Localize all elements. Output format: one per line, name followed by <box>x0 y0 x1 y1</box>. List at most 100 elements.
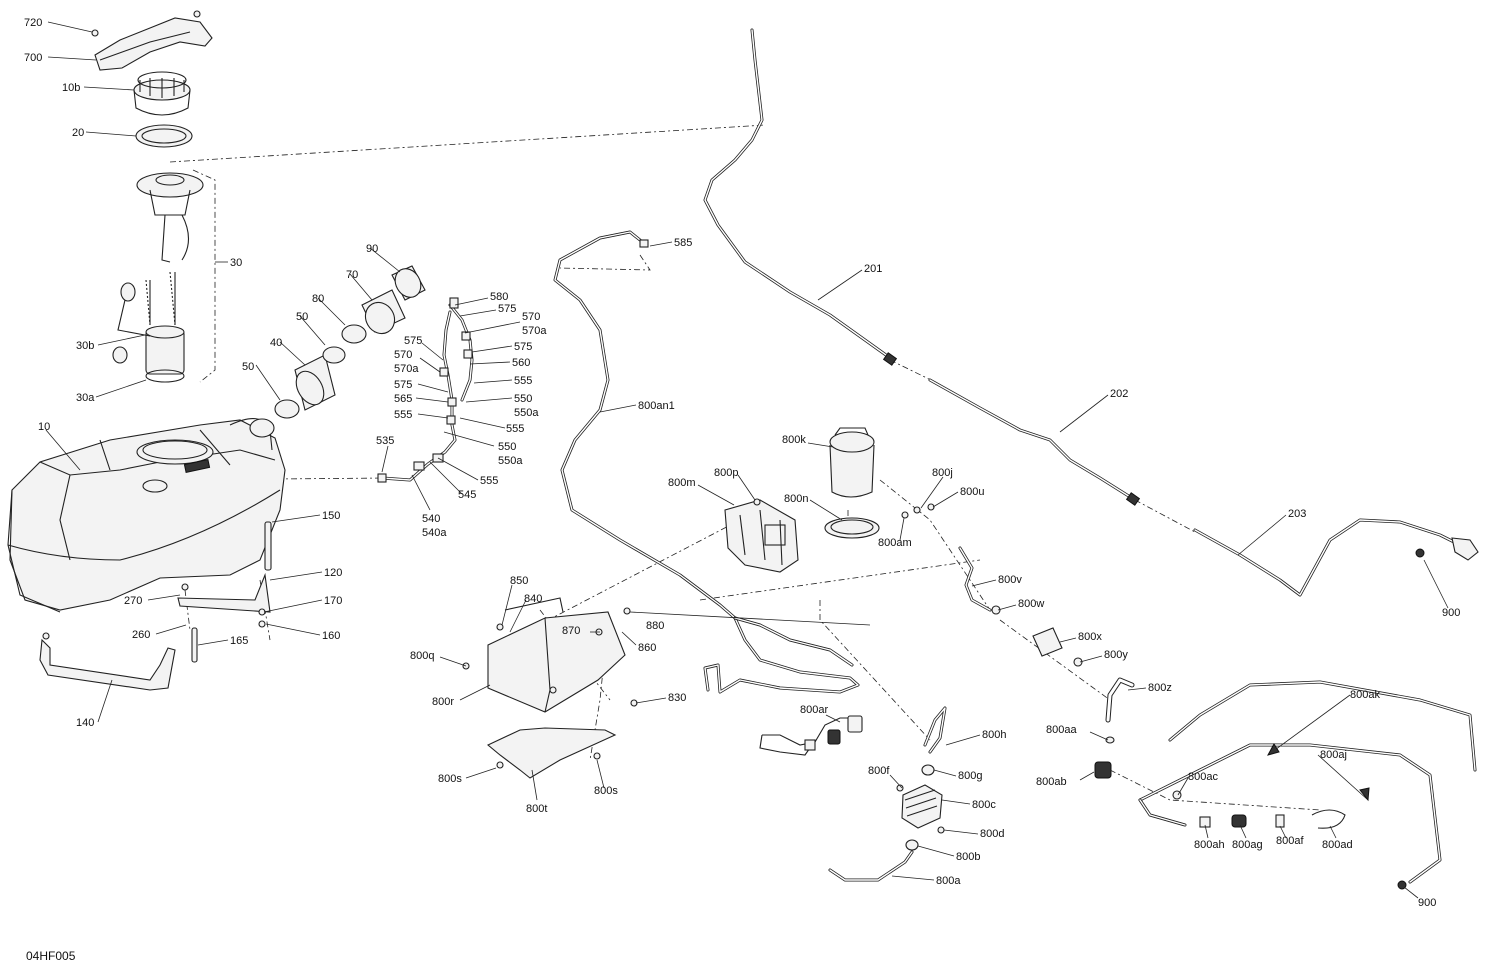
callout-560: 560 <box>512 357 530 369</box>
leader-lines <box>45 21 1449 899</box>
hose-800ak-800aj <box>1138 680 1477 890</box>
callout-800b: 800b <box>956 851 980 863</box>
callout-800ac: 800ac <box>1188 771 1218 783</box>
pump-lock-ring <box>133 71 191 116</box>
callout-575-a: 575 <box>498 303 516 315</box>
callout-150: 150 <box>322 510 340 522</box>
callout-830: 830 <box>668 692 686 704</box>
callout-202: 202 <box>1110 388 1128 400</box>
callout-20: 20 <box>72 127 84 139</box>
callout-120: 120 <box>324 567 342 579</box>
callout-860: 860 <box>638 642 656 654</box>
callout-570-b: 570 <box>394 349 412 361</box>
pump-gasket <box>135 124 193 148</box>
callout-535: 535 <box>376 435 394 447</box>
callout-575-b: 575 <box>514 341 532 353</box>
callout-165: 165 <box>230 635 248 647</box>
callout-700: 700 <box>24 52 42 64</box>
callout-800af: 800af <box>1276 835 1304 847</box>
callout-800p: 800p <box>714 467 738 479</box>
callout-800k: 800k <box>782 434 806 446</box>
fuel-pump-module <box>112 172 204 383</box>
callout-540: 540 <box>422 513 440 525</box>
callout-10b: 10b <box>62 82 80 94</box>
callout-550-b: 550 <box>498 441 516 453</box>
mounting-bracket-800r <box>462 597 638 779</box>
callout-550a-b: 550a <box>498 455 523 467</box>
callout-550-a: 550 <box>514 393 532 405</box>
vent-line-parts <box>377 297 474 483</box>
callout-201: 201 <box>864 263 882 275</box>
callout-555-a: 555 <box>514 375 532 387</box>
callout-160: 160 <box>322 630 340 642</box>
callout-555-d: 555 <box>480 475 498 487</box>
callout-90: 90 <box>366 243 378 255</box>
purge-valve-800c <box>828 706 947 882</box>
evap-canister <box>824 427 935 539</box>
callout-540a: 540a <box>422 527 447 539</box>
callout-800a: 800a <box>936 875 961 887</box>
callout-30a: 30a <box>76 392 95 404</box>
callout-900-a: 900 <box>1442 607 1460 619</box>
callout-800s-b: 800s <box>594 785 618 797</box>
callout-800t: 800t <box>526 803 547 815</box>
callout-800q: 800q <box>410 650 434 662</box>
callout-800aa: 800aa <box>1046 724 1077 736</box>
filler-neck-parts <box>249 265 426 438</box>
tank-strap-bracket <box>91 10 213 71</box>
callout-800v: 800v <box>998 574 1022 586</box>
diagram-code: 04HF005 <box>26 949 76 963</box>
assembly-lines <box>164 124 1321 811</box>
callout-545: 545 <box>458 489 476 501</box>
callout-800ah: 800ah <box>1194 839 1225 851</box>
callout-800ab: 800ab <box>1036 776 1067 788</box>
callout-800ad: 800ad <box>1322 839 1353 851</box>
callout-800r: 800r <box>432 696 454 708</box>
callout-labels: 720 700 10b 20 30 30b 30a 10 90 70 80 50… <box>24 17 1460 963</box>
callout-50-upper: 50 <box>296 311 308 323</box>
callout-800d: 800d <box>980 828 1004 840</box>
callout-800y: 800y <box>1104 649 1128 661</box>
callout-555-c: 555 <box>506 423 524 435</box>
callout-555-b: 555 <box>394 409 412 421</box>
callout-570a-b: 570a <box>394 363 419 375</box>
callout-800ag: 800ag <box>1232 839 1263 851</box>
callout-800z: 800z <box>1148 682 1172 694</box>
callout-580: 580 <box>490 291 508 303</box>
callout-800g: 800g <box>958 770 982 782</box>
callout-40: 40 <box>270 337 282 349</box>
callout-10: 10 <box>38 421 50 433</box>
callout-850: 850 <box>510 575 528 587</box>
callout-70: 70 <box>346 269 358 281</box>
callout-800w: 800w <box>1018 598 1044 610</box>
arrowheads <box>1266 743 1370 802</box>
callout-800an1: 800an1 <box>638 400 675 412</box>
callout-30b: 30b <box>76 340 94 352</box>
control-module-800m <box>724 498 799 573</box>
callout-800n: 800n <box>784 493 808 505</box>
callout-30: 30 <box>230 257 242 269</box>
callout-800u: 800u <box>960 486 984 498</box>
callout-575-c: 575 <box>404 335 422 347</box>
hose-800an1 <box>553 230 860 694</box>
callout-840: 840 <box>524 593 542 605</box>
callout-575-d: 575 <box>394 379 412 391</box>
callout-880: 880 <box>646 620 664 632</box>
callout-870: 870 <box>562 625 580 637</box>
callout-900-b: 900 <box>1418 897 1436 909</box>
hose-800v-800z <box>958 546 1135 779</box>
callout-260: 260 <box>132 629 150 641</box>
callout-170: 170 <box>324 595 342 607</box>
callout-800x: 800x <box>1078 631 1102 643</box>
callout-50-lower: 50 <box>242 361 254 373</box>
callout-800ar: 800ar <box>800 704 828 716</box>
fuel-tank <box>7 418 286 613</box>
callout-800am: 800am <box>878 537 912 549</box>
callout-550a-a: 550a <box>514 407 539 419</box>
callout-800c: 800c <box>972 799 996 811</box>
callout-140: 140 <box>76 717 94 729</box>
callout-570a-a: 570a <box>522 325 547 337</box>
callout-800h: 800h <box>982 729 1006 741</box>
callout-570-a: 570 <box>522 311 540 323</box>
